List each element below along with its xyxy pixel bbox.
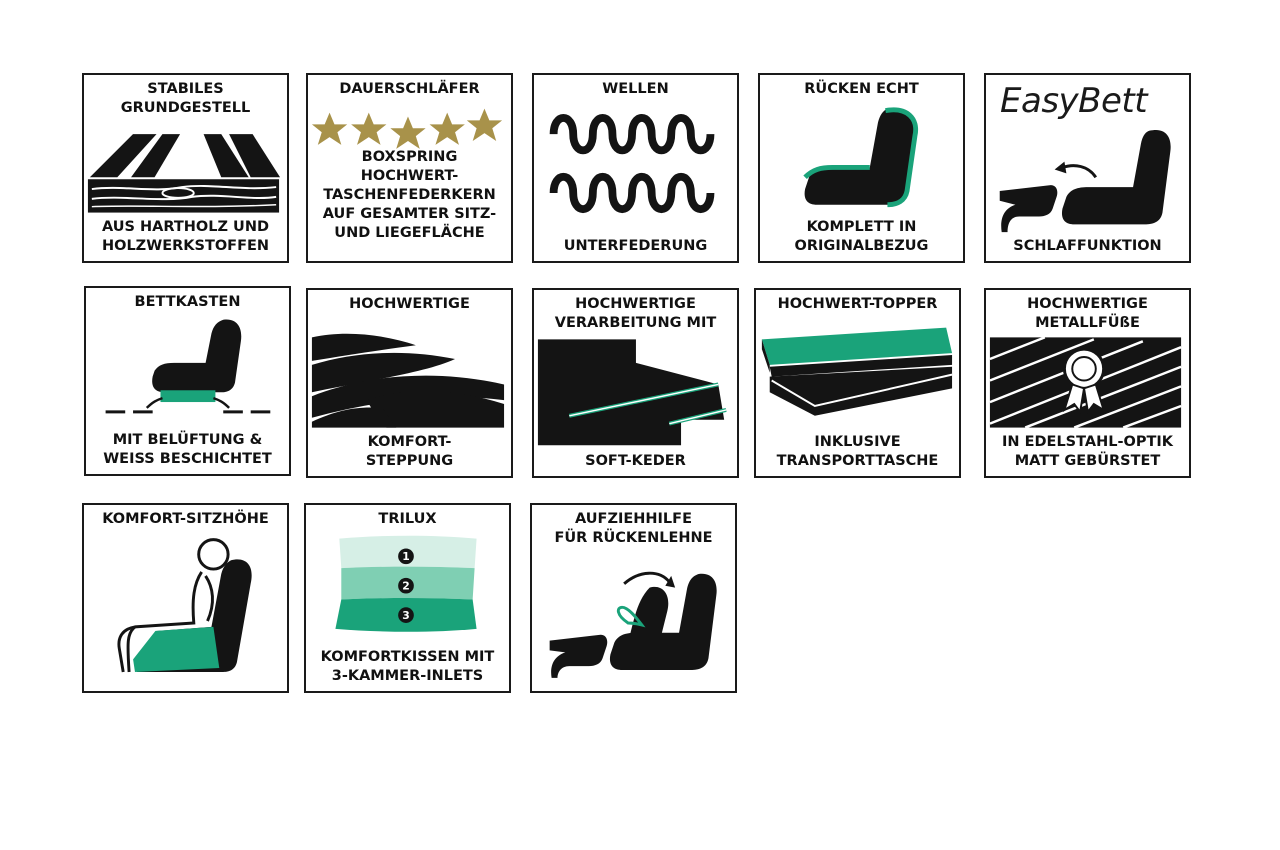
tile-caption: UNTERFEDERUNG	[563, 238, 708, 254]
tile-title: KOMFORT-SITZHÖHE	[102, 511, 269, 527]
feature-tile-easybett: EasyBett SCHLAFFUNKTION	[984, 73, 1191, 263]
sleep-function-icon	[999, 129, 1171, 233]
tile-caption: SOFT-KEDER	[585, 453, 686, 469]
seated-person-icon	[117, 538, 252, 673]
chamber-number: 3	[402, 609, 410, 622]
soft-piping-icon	[537, 339, 727, 446]
bed-box-icon	[105, 319, 271, 414]
armchair-icon	[803, 107, 919, 208]
brand-logo: EasyBett	[1000, 81, 1148, 121]
topper-mattress-icon	[761, 327, 953, 416]
tile-caption: KOMFORT-STEPPUNG	[365, 434, 454, 469]
backrest-pull-aid-icon	[549, 571, 717, 678]
tile-title: HOCHWERT-TOPPER	[777, 296, 938, 312]
metal-feet-badge-icon	[989, 336, 1182, 429]
tile-title: DAUERSCHLÄFER	[339, 81, 480, 97]
chamber-number: 2	[402, 580, 410, 593]
tile-caption: MIT BELÜFTUNG &WEISS BESCHICHTET	[103, 432, 272, 467]
five-stars-icon	[311, 108, 503, 149]
feature-tile-bettkasten: BETTKASTEN MIT BELÜFTUNG &WEISS BESCHICH…	[84, 286, 291, 476]
tile-title: WELLEN	[602, 81, 669, 97]
wood-frame-icon	[87, 134, 281, 213]
quilting-icon	[311, 333, 505, 428]
chamber-number: 1	[402, 550, 410, 563]
tile-caption: SCHLAFFUNKTION	[1013, 238, 1162, 254]
tile-title: RÜCKEN ECHT	[804, 81, 919, 97]
feature-tile-wellen: WELLEN UNTERFEDERUNG	[532, 73, 739, 263]
tile-title: BETTKASTEN	[134, 294, 241, 310]
tile-title: HOCHWERTIGE	[349, 296, 470, 312]
feature-tile-komfort-steppung: HOCHWERTIGE KOMFORT-STEPPUNG	[306, 288, 513, 478]
tile-title: TRILUX	[378, 511, 437, 527]
feature-tile-komfort-sitzhoehe: KOMFORT-SITZHÖHE	[82, 503, 289, 693]
three-chamber-cushion-icon: 1 2 3	[335, 535, 477, 632]
wave-springs-icon	[549, 114, 715, 213]
